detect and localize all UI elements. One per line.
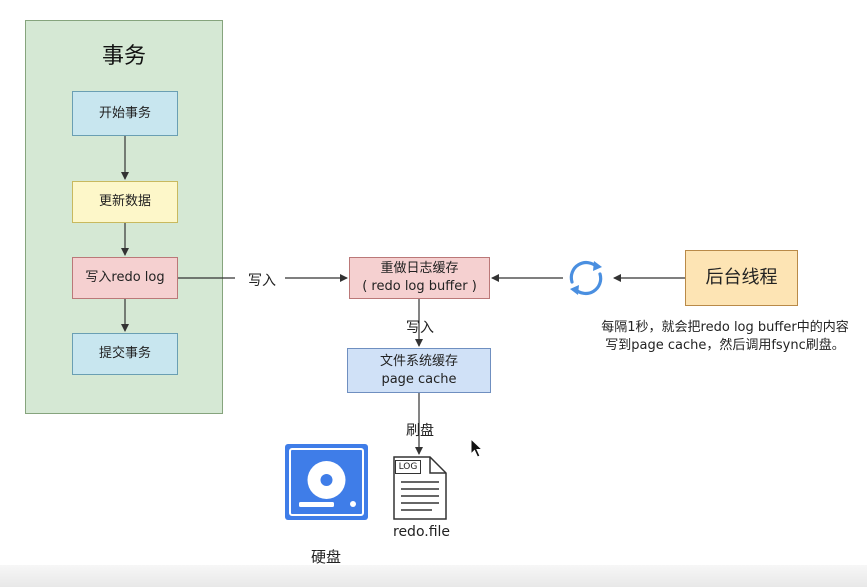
disk-label: 硬盘 xyxy=(311,548,342,566)
note-line-1: 每隔1秒，就会把redo log buffer中的内容 xyxy=(601,320,849,335)
redo-log-buffer-box: 重做日志缓存 ( redo log buffer ) xyxy=(349,257,490,299)
bottom-bar xyxy=(0,565,867,587)
refresh-icon xyxy=(569,260,603,296)
mouse-cursor-icon xyxy=(470,438,484,458)
edge-label-flush: 刷盘 xyxy=(406,423,434,439)
step-commit-transaction: 提交事务 xyxy=(72,333,178,375)
background-thread-box: 后台线程 xyxy=(685,250,798,306)
page-cache-title: 文件系统缓存 xyxy=(379,353,458,369)
note-line-2: 写到page cache，然后调用fsync刷盘。 xyxy=(605,338,845,354)
transaction-title: 事务 xyxy=(101,44,146,69)
background-thread-note: 每隔1秒，就会把redo log buffer中的内容 写到page cache… xyxy=(580,319,867,355)
file-name: redo.file xyxy=(393,524,451,540)
step-update-data: 更新数据 xyxy=(72,181,178,223)
edge-label-write-1: 写入 xyxy=(248,273,276,289)
step-begin-transaction: 开始事务 xyxy=(72,91,178,136)
redo-buffer-title: 重做日志缓存 xyxy=(380,261,459,277)
log-file-tag: LOG xyxy=(395,460,421,474)
step-write-redo-log: 写入redo log xyxy=(72,257,178,299)
edge-label-write-2: 写入 xyxy=(406,320,434,336)
page-cache-subtitle: page cache xyxy=(381,371,457,387)
redo-buffer-subtitle: ( redo log buffer ) xyxy=(362,279,477,294)
hard-disk-icon xyxy=(285,444,368,520)
page-cache-box: 文件系统缓存 page cache xyxy=(347,348,491,393)
